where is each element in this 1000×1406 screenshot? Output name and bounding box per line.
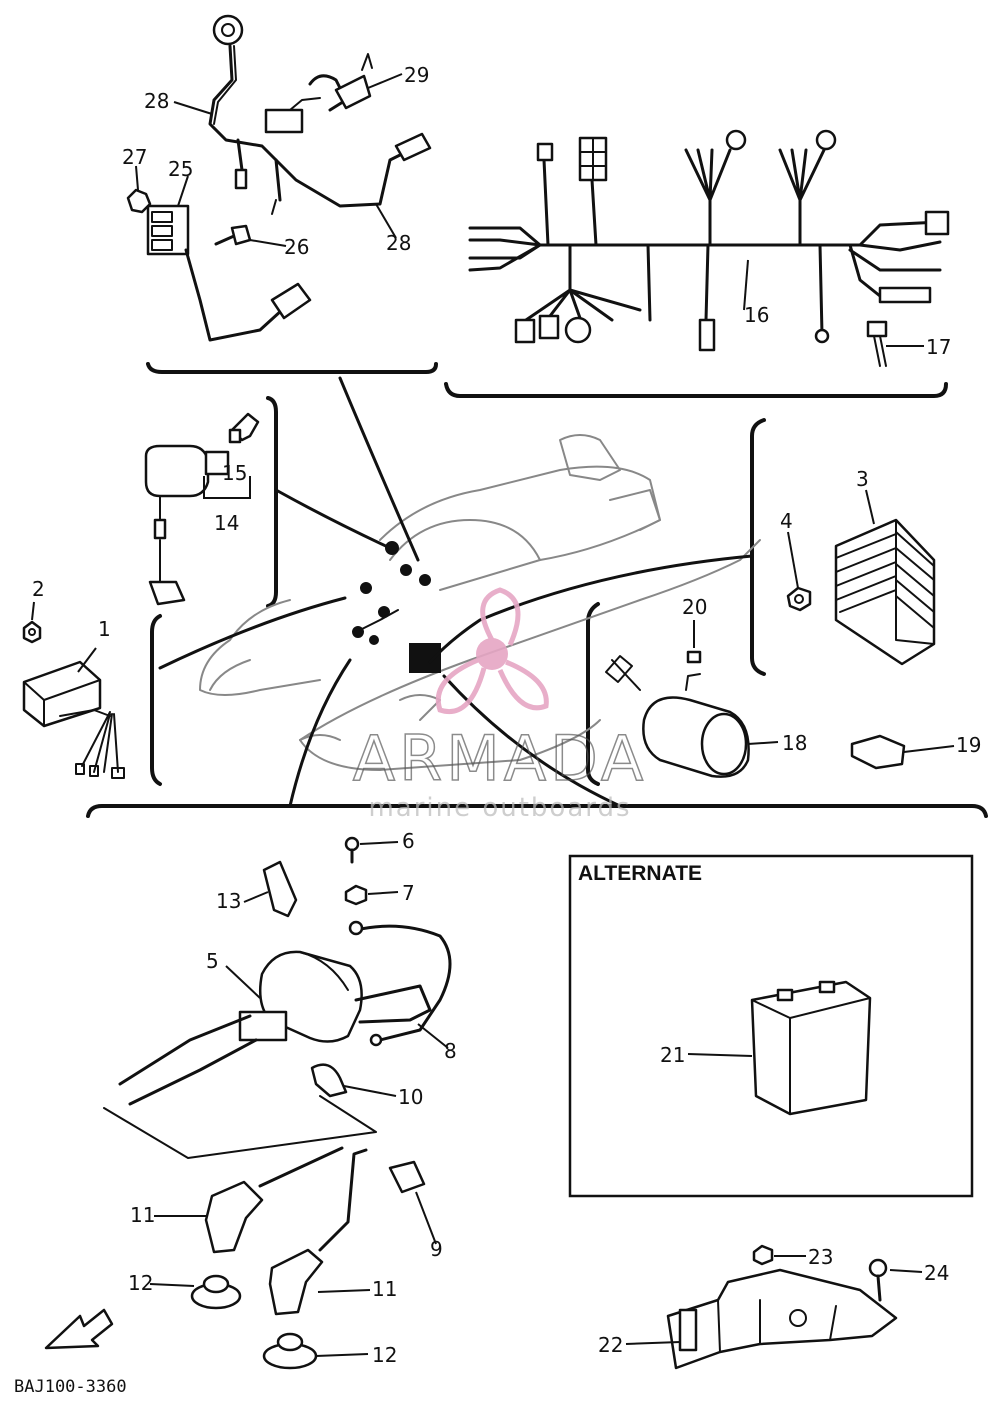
wire-harness: [468, 129, 950, 352]
frame-top-left: [146, 362, 438, 374]
callout-11b: 11: [372, 1277, 397, 1301]
callout-22: 22: [598, 1333, 623, 1357]
callout-15: 15: [222, 461, 247, 485]
callout-20: 20: [682, 595, 707, 619]
callout-4: 4: [780, 509, 793, 533]
connector-17: [866, 320, 888, 367]
clamp-9: [388, 1160, 426, 1194]
callout-6: 6: [402, 829, 415, 853]
watermark-brand: ARMADA: [353, 722, 647, 795]
callout-25: 25: [168, 157, 193, 181]
callout-11a: 11: [130, 1203, 155, 1227]
rectifier-regulator: [834, 518, 936, 666]
callout-13: 13: [216, 889, 241, 913]
callout-12b: 12: [372, 1343, 397, 1367]
propeller-logo-icon: [435, 587, 549, 714]
bolt-24: [868, 1258, 888, 1302]
callout-16: 16: [744, 303, 769, 327]
cover-12b: [262, 1332, 318, 1370]
battery: [750, 980, 872, 1116]
nut-2: [22, 620, 42, 644]
callout-19: 19: [956, 733, 981, 757]
plug-cap-11a: [204, 1146, 344, 1254]
main-switch: [144, 444, 230, 606]
bolt-26: [214, 224, 252, 246]
frame-right-lower: [586, 602, 600, 786]
alternate-box: [568, 854, 974, 1198]
callout-9: 9: [430, 1237, 443, 1261]
screw-6: [344, 836, 360, 864]
callout-5: 5: [206, 949, 219, 973]
dashed-bracket: [103, 1095, 377, 1159]
callout-26: 26: [284, 235, 309, 259]
callout-3: 3: [856, 467, 869, 491]
frame-mid-left: [266, 396, 278, 608]
battery-bracket: [666, 1268, 898, 1370]
snowmobile-illustration: [158, 376, 761, 808]
nut-23: [752, 1244, 774, 1266]
washer-20: [686, 650, 702, 664]
diagram-code: BAJ100-3360: [14, 1377, 127, 1397]
key: [228, 412, 260, 444]
cdi-unit: [22, 660, 125, 779]
callout-23: 23: [808, 1245, 833, 1269]
callout-21: 21: [660, 1043, 685, 1067]
ignition-coil: [118, 920, 452, 1106]
callout-12a: 12: [128, 1271, 153, 1295]
plug-cap-11b: [268, 1148, 368, 1316]
leader-lines: [31, 73, 955, 1357]
callout-29: 29: [404, 63, 429, 87]
starter-motor: [605, 655, 750, 778]
watermark-tagline: marine outboards: [368, 793, 631, 823]
clamp-10: [310, 1063, 348, 1098]
callout-7: 7: [402, 881, 415, 905]
callout-28a: 28: [144, 89, 169, 113]
callouts: 1 2 3 4 5 6 7 8 9 10 11 11 12 12 13 14 1…: [32, 63, 981, 1367]
sub-lead-wiring: [208, 14, 432, 215]
callout-17: 17: [926, 335, 951, 359]
nut-4: [786, 586, 812, 612]
callout-18: 18: [782, 731, 807, 755]
frame-top-right: [444, 382, 948, 398]
callout-8: 8: [444, 1039, 457, 1063]
frame-bottom: [86, 804, 988, 818]
cover-12a: [190, 1274, 242, 1310]
front-arrow-icon: [44, 1308, 114, 1350]
callout-24: 24: [924, 1261, 949, 1285]
alternate-label: ALTERNATE: [578, 862, 702, 885]
callout-28b: 28: [386, 231, 411, 255]
callout-14: 14: [214, 511, 239, 535]
callout-2: 2: [32, 577, 45, 601]
frame-left-lower: [150, 614, 162, 786]
nut-7: [344, 884, 368, 906]
nut-27: [126, 188, 152, 214]
callout-27: 27: [122, 145, 147, 169]
clamp-13: [262, 860, 298, 918]
watermark: ARMADA marine outboards: [352, 587, 647, 823]
bracket-19: [850, 734, 906, 770]
relay-25: [146, 204, 312, 342]
callout-1: 1: [98, 617, 111, 641]
callout-10: 10: [398, 1085, 423, 1109]
